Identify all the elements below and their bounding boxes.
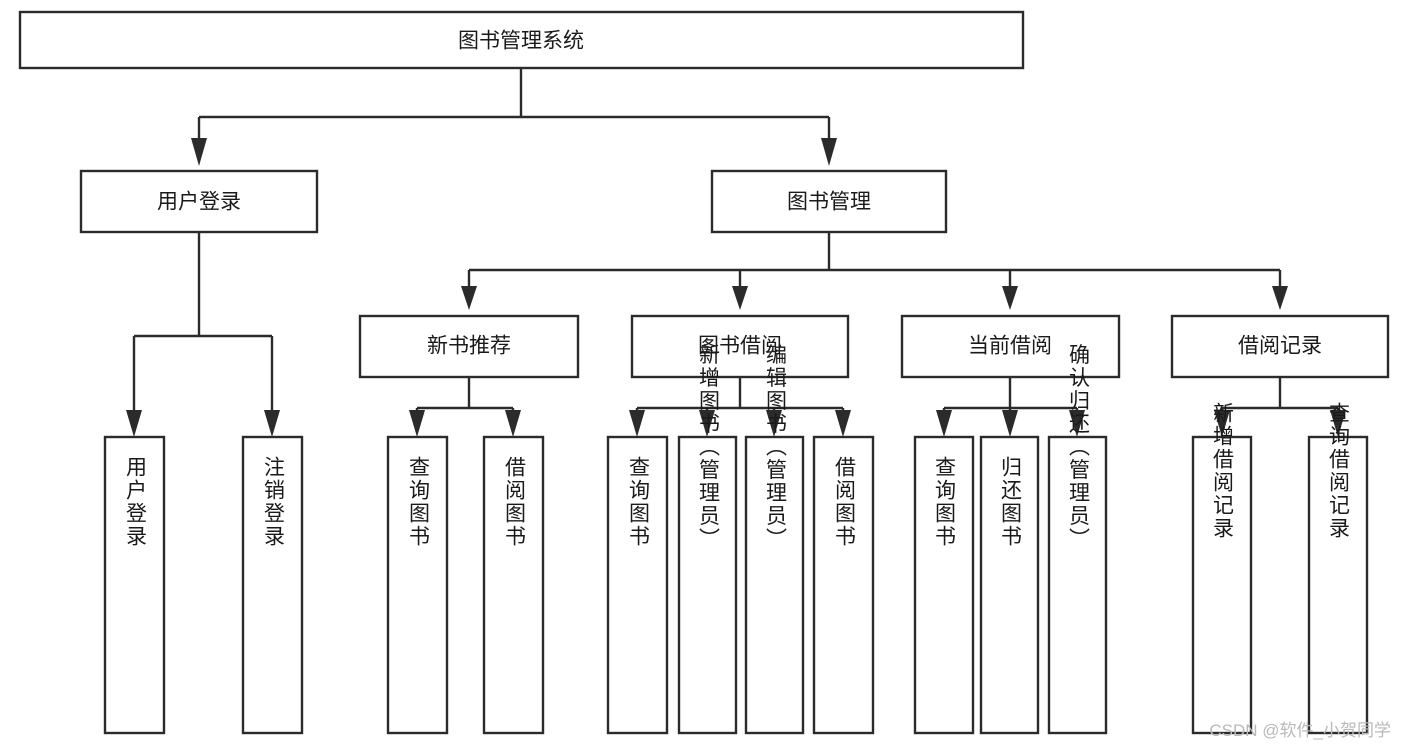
node-book-borrow-box[interactable] [630,314,850,379]
node-borrow-record[interactable]: 借阅记录 [1170,314,1390,379]
arrow-head-leaf-query-book-2 [629,410,645,437]
arrow-head-leaf-query-book-1 [409,410,425,437]
connector-group-book-manage [461,232,1288,310]
connector-group-user-login-leaves [126,232,280,437]
node-leaf-query-book-current-box[interactable] [913,435,975,735]
arrow-head-leaf-query-book-3 [936,410,952,437]
node-leaf-query-book-current[interactable]: 查询图书 [913,435,975,735]
node-leaf-query-book-borrow[interactable]: 查询图书 [606,435,669,735]
node-user-login[interactable]: 用户登录 [79,169,319,234]
node-leaf-query-borrow-record-label: 查询借阅记录 [1327,402,1351,540]
arrow-head-borrow-record [1272,286,1288,310]
node-leaf-confirm-return[interactable]: 确认归还（管理员） [1047,344,1108,735]
node-leaf-edit-book-box[interactable] [744,435,805,735]
node-leaf-user-login-label: 用户登录 [124,456,148,548]
node-leaf-query-book-borrow-box[interactable] [606,435,669,735]
node-current-borrow-label: 当前借阅 [968,335,1052,358]
node-book-borrow-label: 图书借阅 [698,335,782,358]
node-leaf-query-book-borrow-label: 查询图书 [627,456,651,548]
arrow-head-leaf-add-book [699,410,715,437]
node-leaf-confirm-return-box[interactable] [1047,435,1108,735]
node-leaf-add-book-label: 新增图书（管理员） [697,344,721,551]
arrow-head-leaf-edit-book [766,410,782,437]
node-leaf-add-borrow-record-box[interactable] [1191,435,1253,735]
node-leaf-logout-box[interactable] [241,435,304,735]
node-leaf-return-book-label: 归还图书 [999,456,1023,548]
node-user-login-box[interactable] [79,169,319,234]
node-leaf-add-book[interactable]: 新增图书（管理员） [677,344,738,735]
node-leaf-return-book-box[interactable] [979,435,1040,735]
arrow-head-leaf-borrow-book-1 [505,410,521,437]
node-book-manage[interactable]: 图书管理 [710,169,948,234]
node-leaf-query-book-recommend-label: 查询图书 [407,456,431,548]
node-leaf-query-borrow-record[interactable]: 查询借阅记录 [1307,402,1369,735]
node-new-book-recommend-label: 新书推荐 [427,335,511,358]
node-new-book-recommend-box[interactable] [358,314,580,379]
node-leaf-borrow-book-recommend-box[interactable] [482,435,545,735]
connector-group-book-borrow-leaves [629,377,851,437]
node-leaf-user-login[interactable]: 用户登录 [103,435,166,735]
node-leaf-add-borrow-record[interactable]: 新增借阅记录 [1191,402,1253,735]
node-leaf-borrow-book-recommend[interactable]: 借阅图书 [482,435,545,735]
node-current-borrow-box[interactable] [900,314,1121,379]
arrow-head-book-borrow [732,286,748,310]
node-leaf-logout-label: 注销登录 [262,456,286,548]
connector-group-current-borrow-leaves [936,377,1085,437]
node-leaf-query-book-recommend-box[interactable] [386,435,449,735]
node-leaf-return-book[interactable]: 归还图书 [979,435,1040,735]
node-new-book-recommend[interactable]: 新书推荐 [358,314,580,379]
node-book-borrow[interactable]: 图书借阅 [630,314,850,379]
node-leaf-add-borrow-record-label: 新增借阅记录 [1211,402,1235,540]
connector-group-new-book-leaves [409,377,521,437]
arrow-head-leaf-confirm-return [1069,410,1085,437]
node-leaf-logout[interactable]: 注销登录 [241,435,304,735]
arrow-head-new-book-recommend [461,286,477,310]
node-borrow-record-box[interactable] [1170,314,1390,379]
arrow-head-leaf-query-record [1330,410,1346,437]
node-leaf-confirm-return-label: 确认归还（管理员） [1067,344,1091,551]
node-root-system-box[interactable] [18,10,1025,70]
node-leaf-borrow-book-recommend-label: 借阅图书 [503,456,527,548]
node-leaf-query-book-recommend[interactable]: 查询图书 [386,435,449,735]
arrow-head-current-borrow [1002,286,1018,310]
arrow-head-leaf-user-login [126,410,142,437]
node-leaf-borrow-book-label: 借阅图书 [833,456,857,548]
node-leaf-edit-book-label: 编辑图书（管理员） [764,344,788,551]
arrow-head-leaf-add-record [1214,410,1230,437]
node-root-system[interactable]: 图书管理系统 [18,10,1025,70]
node-user-login-label: 用户登录 [157,191,241,214]
node-leaf-query-borrow-record-box[interactable] [1307,435,1369,735]
node-book-manage-box[interactable] [710,169,948,234]
arrow-head-leaf-logout [264,410,280,437]
arrow-head-leaf-borrow-book-2 [835,410,851,437]
node-leaf-query-book-current-label: 查询图书 [933,456,957,548]
arrow-head-leaf-return-book [1002,410,1018,437]
arrow-head-user-login [191,138,207,166]
node-leaf-borrow-book[interactable]: 借阅图书 [812,435,875,735]
connector-group-root [191,68,837,166]
node-borrow-record-label: 借阅记录 [1238,335,1322,358]
node-book-manage-label: 图书管理 [787,191,871,214]
node-leaf-borrow-book-box[interactable] [812,435,875,735]
node-leaf-add-book-box[interactable] [677,435,738,735]
connector-group-borrow-record-leaves [1214,377,1346,437]
node-current-borrow[interactable]: 当前借阅 [900,314,1121,379]
node-leaf-edit-book[interactable]: 编辑图书（管理员） [744,344,805,735]
node-root-system-label: 图书管理系统 [458,30,584,53]
node-leaf-user-login-box[interactable] [103,435,166,735]
arrow-head-book-manage [821,138,837,166]
